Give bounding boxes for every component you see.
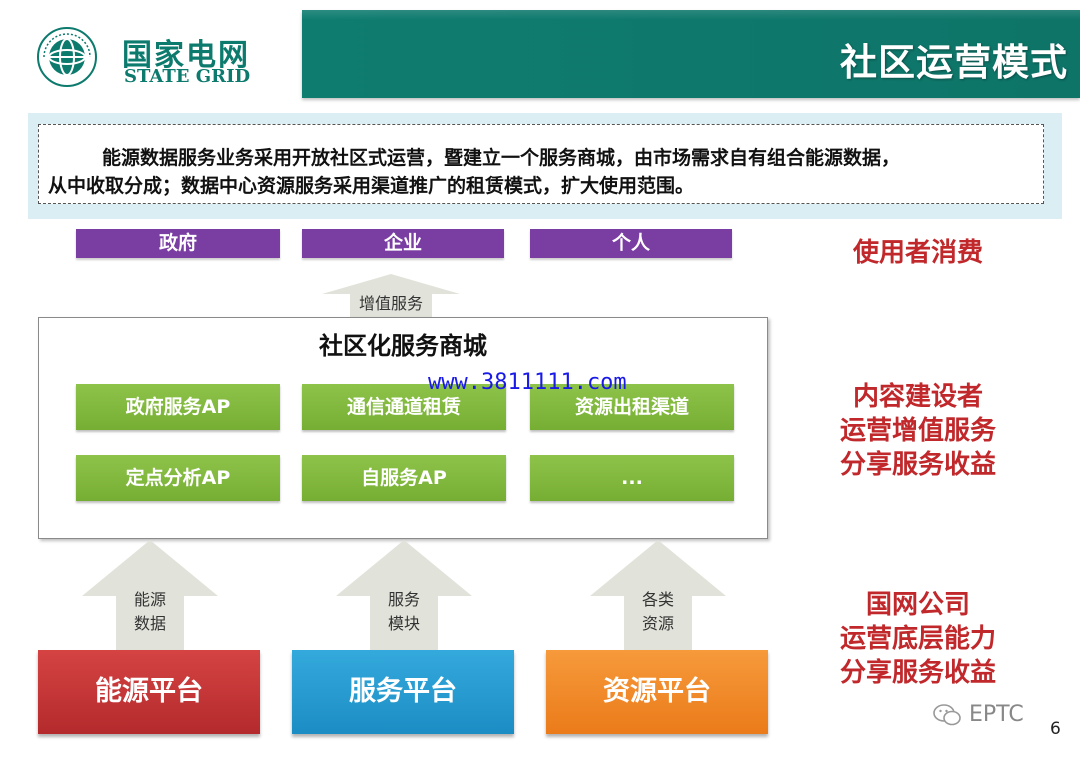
consumer-individual: 个人 [530,229,732,258]
role-company-line2: 运营底层能力 [839,624,996,654]
intro-text-line-1: 能源数据服务业务采用开放社区式运营，暨建立一个服务商城，由市场需求自有组合能源数… [102,147,901,169]
role-builder-line3: 分享服务收益 [839,450,996,480]
app-resource-rental: 资源出租渠道 [530,384,734,430]
arrow-label-service-line2: 模块 [387,614,420,633]
energy-platform: 能源平台 [38,650,260,734]
up-arrow-resource [590,540,726,650]
page-number: 6 [1050,719,1061,739]
resource-platform: 资源平台 [546,650,768,734]
intro-text-line-2: 从中收取分成；数据中心资源服务采用渠道推广的租赁模式，扩大使用范围。 [48,175,695,197]
role-builder: 内容建设者 运营增值服务 分享服务收益 [800,380,1036,482]
value-added-arrow [322,274,460,318]
consumer-government: 政府 [76,229,280,258]
arrow-label-service: 服务 模块 [374,588,434,636]
app-more: ... [530,455,734,501]
role-company-line1: 国网公司 [865,590,970,620]
service-platform: 服务平台 [292,650,514,734]
arrow-label-energy: 能源 数据 [120,588,180,636]
arrow-label-service-line1: 服务 [387,590,420,609]
logo-chinese-text: 国家电网 [122,38,250,73]
title-bar: 社区运营模式 [302,10,1080,98]
state-grid-emblem-icon [37,27,97,87]
arrow-label-resource-line1: 各类 [641,590,674,609]
arrow-label-resource-line2: 资源 [641,614,674,633]
wechat-watermark: EPTC [932,702,1024,727]
consumer-enterprise: 企业 [302,229,504,258]
role-consumer: 使用者消费 [852,238,983,268]
wechat-icon [933,704,961,726]
logo-english-text: STATE GRID [124,66,251,87]
up-arrow-energy [82,540,218,650]
role-builder-line1: 内容建设者 [852,382,983,412]
role-builder-line2: 运营增值服务 [839,416,996,446]
arrow-label-energy-line1: 能源 [133,590,166,609]
mall-title: 社区化服务商城 [319,332,487,360]
arrow-label-resource: 各类 资源 [628,588,688,636]
role-company-line3: 分享服务收益 [839,658,996,688]
wechat-account-name: EPTC [969,702,1024,727]
state-grid-logo: 国家电网 STATE GRID [36,22,266,92]
arrow-label-energy-line2: 数据 [133,614,166,633]
watermark-url: www.3811111.com [428,370,627,395]
role-company: 国网公司 运营底层能力 分享服务收益 [800,588,1036,690]
value-added-label: 增值服务 [358,294,423,313]
up-arrow-service [336,540,472,650]
app-channel-lease: 通信通道租赁 [302,384,506,430]
app-point-analysis: 定点分析AP [76,455,280,501]
page-title: 社区运营模式 [840,41,1068,84]
intro-box [38,124,1044,204]
app-self-service: 自服务AP [302,455,506,501]
app-government-service: 政府服务AP [76,384,280,430]
